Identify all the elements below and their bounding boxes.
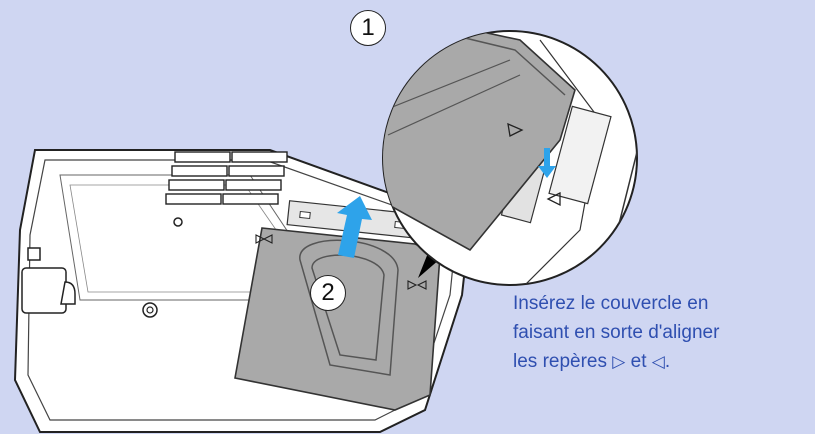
magnified-detail [382, 30, 638, 286]
caption-line-2: faisant en sorte d'aligner [513, 322, 720, 343]
ventilation-grille [165, 151, 288, 205]
caption-line-3: les repères ▷ et ◁. [513, 347, 813, 377]
caption-period: . [664, 351, 671, 372]
right-marker-symbol: ▷ [612, 352, 626, 372]
caption-line-1: Insérez le couvercle en [513, 293, 709, 314]
caption-connector: et [630, 351, 647, 372]
left-marker-symbol: ◁ [651, 352, 665, 372]
alignment-marker [255, 234, 427, 290]
foot-icon [21, 247, 76, 314]
step-2-badge: 2 [310, 275, 346, 311]
slide-arrow-icon [337, 196, 372, 258]
step-1-badge: 1 [350, 10, 386, 46]
instruction-caption: Insérez le couvercle en faisant en sorte… [513, 289, 813, 377]
caption-line-3-prefix: les repères [513, 351, 607, 372]
